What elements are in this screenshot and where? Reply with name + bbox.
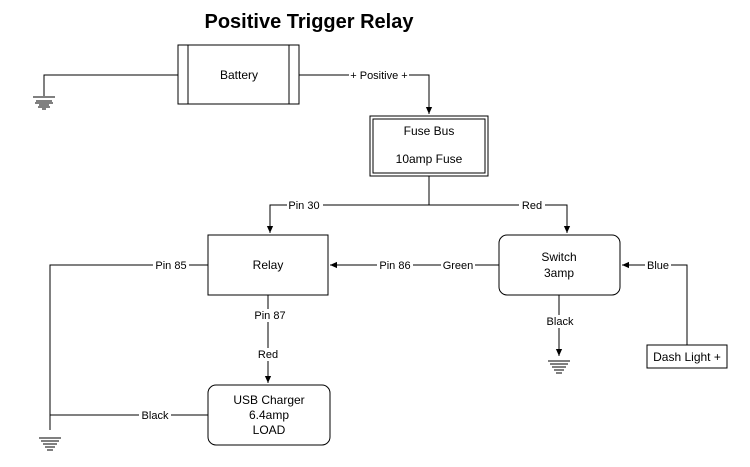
pin87-label-group: Pin 87 — [252, 309, 288, 322]
battery-ground-icon — [33, 96, 55, 110]
switch-label: Switch — [541, 250, 576, 264]
usb-charger-rating-label: 6.4amp — [249, 408, 289, 422]
blue-label-group: Blue — [645, 259, 671, 272]
green-label-group: Green — [441, 259, 475, 272]
switch-ground-icon — [548, 360, 570, 374]
positive-wire — [299, 74, 433, 114]
pin86-label: Pin 86 — [379, 260, 410, 272]
pin86-label-group: Pin 86 — [377, 259, 413, 272]
blue-illumination-wire — [622, 261, 688, 345]
red-load-label: Red — [258, 349, 278, 361]
pin85-label-group: Pin 85 — [153, 259, 189, 272]
relay-node: Relay — [207, 234, 329, 296]
black-usb-label-group: Black — [139, 409, 171, 422]
battery-label: Battery — [220, 68, 258, 82]
positive-label: + Positive + — [350, 70, 407, 82]
load-ground-icon — [39, 437, 61, 451]
usb-charger-label: USB Charger — [233, 393, 304, 407]
pin30-label-group: Pin 30 — [287, 199, 323, 212]
battery-ground-wire — [43, 74, 178, 96]
green-label: Green — [443, 260, 474, 272]
switch-rating-label: 3amp — [544, 266, 574, 280]
pin30-wire — [266, 204, 429, 233]
switch-node: Switch 3amp — [498, 234, 621, 296]
red-switch-feed-label: Red — [522, 200, 542, 212]
positive-label-group: + Positive + — [349, 69, 409, 82]
blue-label: Blue — [647, 260, 669, 272]
diagram-title: Positive Trigger Relay — [205, 11, 415, 33]
dash-light-node: Dash Light + — [646, 344, 728, 369]
pin85-label: Pin 85 — [155, 260, 186, 272]
battery-node: Battery — [177, 44, 300, 105]
black-switch-label-group: Black — [545, 315, 575, 328]
pin87-label: Pin 87 — [254, 310, 285, 322]
red-switch-label-group: Red — [519, 199, 545, 212]
red-switch-feed-wire — [429, 204, 571, 233]
usb-charger-load-label: LOAD — [253, 423, 286, 437]
fuse-rating-label: 10amp Fuse — [396, 152, 463, 166]
red-load-label-group: Red — [255, 348, 281, 361]
black-usb-label: Black — [142, 410, 169, 422]
pin30-label: Pin 30 — [288, 200, 319, 212]
usb-charger-node: USB Charger 6.4amp LOAD — [207, 384, 331, 446]
pin85-ground-wire — [49, 264, 208, 430]
dash-light-label: Dash Light + — [653, 350, 721, 364]
relay-label: Relay — [253, 258, 284, 272]
fuse-bus-label: Fuse Bus — [404, 124, 455, 138]
black-switch-label: Black — [547, 316, 574, 328]
fuse-bus-node: Fuse Bus 10amp Fuse — [369, 115, 489, 177]
